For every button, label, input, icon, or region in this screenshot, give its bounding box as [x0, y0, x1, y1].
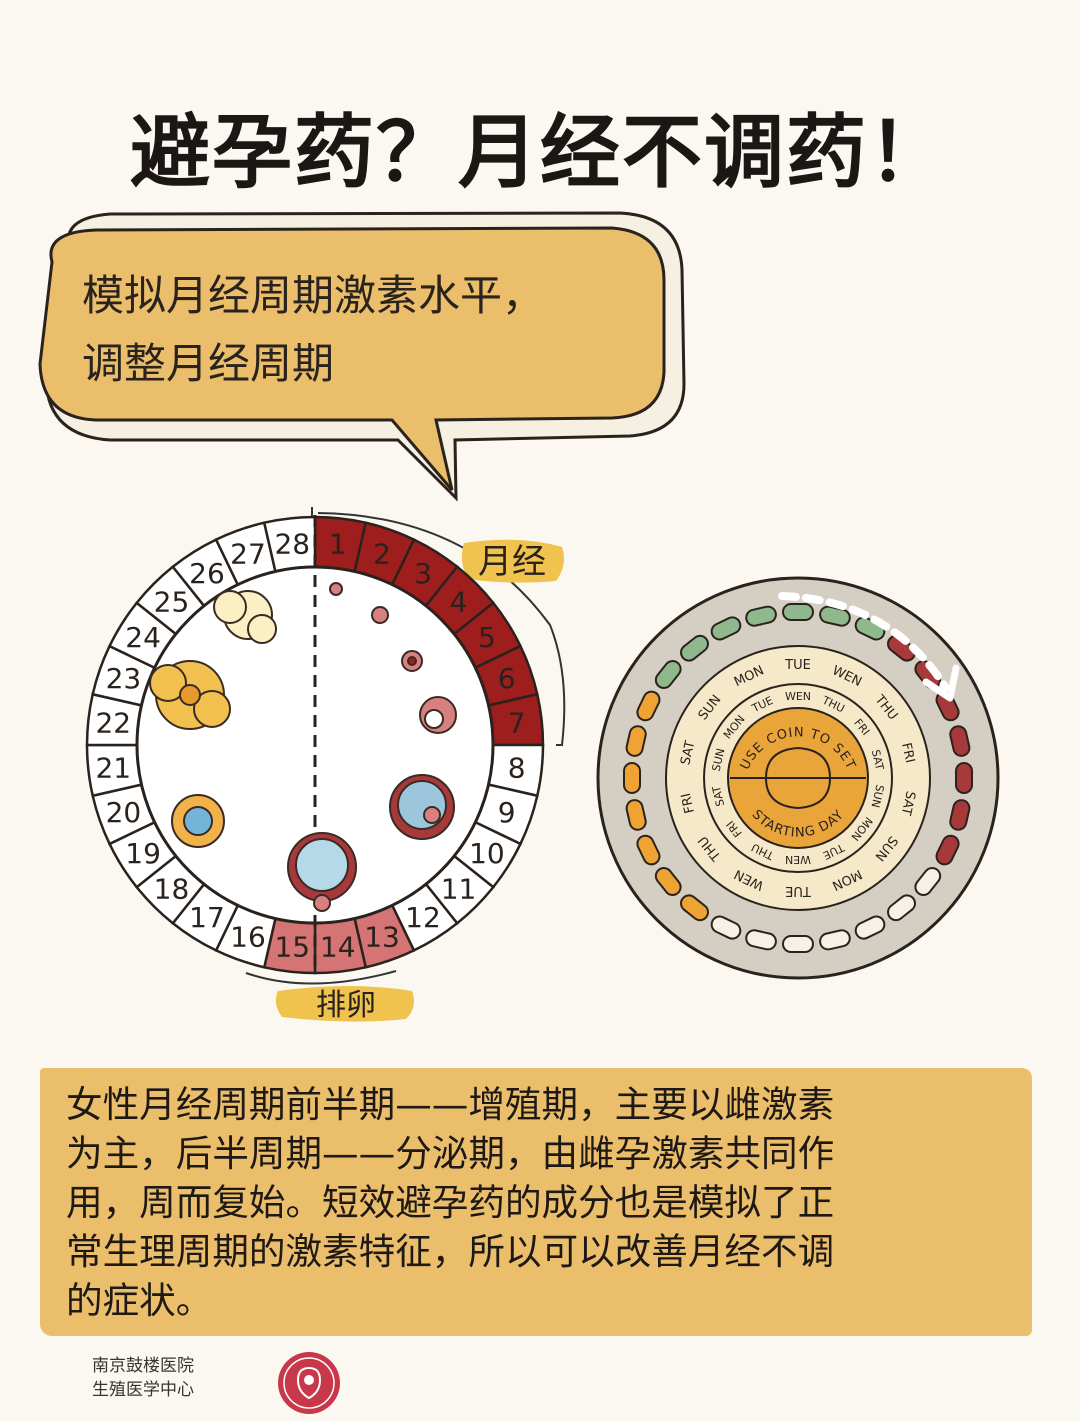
info-text: 女性月经周期前半期——增殖期，主要以雌激素 为主，后半周期——分泌期，由雌孕激素…	[66, 1080, 1016, 1325]
dial-inner-day-label: SAT	[710, 784, 727, 807]
cycle-day-label: 6	[498, 662, 516, 695]
cycle-day-label: 22	[95, 706, 131, 739]
cycle-day-label: 20	[106, 796, 142, 829]
menstruation-label: 月经	[478, 542, 546, 582]
cycle-day-label: 17	[189, 901, 225, 934]
cycle-day-label: 2	[373, 537, 391, 570]
pill	[745, 929, 777, 951]
pill	[654, 867, 682, 896]
pill	[680, 894, 709, 922]
cycle-day-label: 15	[274, 931, 310, 964]
ovulation-label: 排卵	[316, 988, 376, 1023]
dial-inner-day-label: SUN	[710, 747, 728, 773]
dial-outer-day-label: TUE	[785, 883, 812, 898]
cycle-day-label: 28	[274, 527, 310, 560]
corpus-luteum-illustrations	[149, 590, 277, 848]
cycle-day-label: 9	[498, 796, 516, 829]
ovulation-bracket	[245, 970, 397, 985]
cycle-day-label: 14	[320, 931, 356, 964]
dial-outer-day-label: FRI	[898, 741, 917, 764]
dial-outer-day-label: SAT	[678, 739, 698, 766]
cycle-day-label: 24	[125, 621, 161, 654]
cycle-day-label: 10	[469, 837, 505, 870]
cycle-day-label: 27	[230, 537, 266, 570]
pill	[887, 894, 916, 922]
cycle-day-label: 3	[414, 557, 432, 590]
dial-inner-day-label: WEN	[785, 853, 811, 866]
cycle-day-label: 4	[450, 585, 468, 618]
dial-inner-day-label: SUN	[869, 783, 887, 809]
follicle-illustrations	[287, 582, 457, 912]
pill	[854, 915, 886, 940]
page-title: 避孕药？月经不调药！	[130, 106, 950, 199]
info-line-5: 的症状。	[66, 1279, 213, 1322]
info-line-2: 为主，后半周期——分泌期，由雌孕激素共同作	[66, 1132, 835, 1175]
pill	[710, 616, 742, 641]
cycle-day-label: 13	[364, 921, 400, 954]
pill	[949, 799, 971, 831]
pill	[935, 834, 960, 866]
menstruation-label-highlight	[461, 539, 564, 583]
cycle-day-label: 5	[478, 621, 496, 654]
pill	[819, 929, 851, 951]
cycle-day-label: 11	[441, 873, 477, 906]
info-line-3: 用，周而复始。短效避孕药的成分也是模拟了正	[66, 1181, 835, 1224]
pill	[949, 725, 971, 757]
pill	[955, 762, 973, 794]
speech-bubble-text: 模拟月经周期激素水平， 调整月经周期	[82, 262, 642, 398]
coin-slot	[730, 746, 866, 810]
pill	[625, 799, 647, 831]
info-panel	[40, 1068, 1032, 1336]
cycle-day-label: 1	[329, 527, 347, 560]
cycle-day-label: 16	[230, 921, 266, 954]
cycle-day-label: 18	[154, 873, 190, 906]
direction-arrowhead-icon	[922, 664, 960, 702]
cycle-day-label: 19	[125, 837, 161, 870]
pill	[710, 915, 742, 940]
speech-bubble-body	[38, 226, 666, 491]
footer-line-2: 生殖医学中心	[92, 1380, 194, 1400]
dial-outer-day-label: TUE	[784, 658, 811, 673]
pill	[914, 867, 942, 896]
info-line-4: 常生理周期的激素特征，所以可以改善月经不调	[66, 1230, 835, 1273]
dial-inner-day-label: SAT	[869, 748, 886, 771]
dial-outer-day-label: SAT	[898, 790, 918, 817]
pill	[782, 935, 814, 953]
cycle-day-label: 25	[154, 585, 190, 618]
ovulation-label-highlight	[275, 986, 414, 1022]
info-line-1: 女性月经周期前半期——增殖期，主要以雌激素	[66, 1083, 835, 1126]
bubble-line-1: 模拟月经周期激素水平，	[82, 271, 545, 320]
pill	[745, 605, 777, 627]
pill	[680, 634, 709, 662]
bubble-line-2: 调整月经周期	[82, 339, 335, 388]
pill	[625, 725, 647, 757]
footer-org: 南京鼓楼医院 生殖医学中心	[92, 1354, 194, 1402]
cycle-day-label: 23	[106, 662, 142, 695]
cycle-day-label: 7	[508, 706, 526, 739]
hospital-logo-icon	[278, 1352, 340, 1414]
dial-outer-day-label: FRI	[679, 791, 698, 814]
cycle-day-label: 8	[508, 752, 526, 785]
direction-arrow-icon	[778, 592, 950, 692]
pill	[782, 603, 814, 621]
pill	[636, 690, 661, 722]
pill	[654, 660, 682, 689]
footer-line-1: 南京鼓楼医院	[92, 1356, 194, 1376]
cycle-day-label: 21	[95, 752, 131, 785]
pill	[623, 762, 641, 794]
dial-inner-day-label: WEN	[785, 690, 811, 703]
cycle-day-label: 12	[405, 901, 441, 934]
cycle-day-label: 26	[189, 557, 225, 590]
speech-bubble	[38, 211, 686, 502]
pill	[636, 834, 661, 866]
